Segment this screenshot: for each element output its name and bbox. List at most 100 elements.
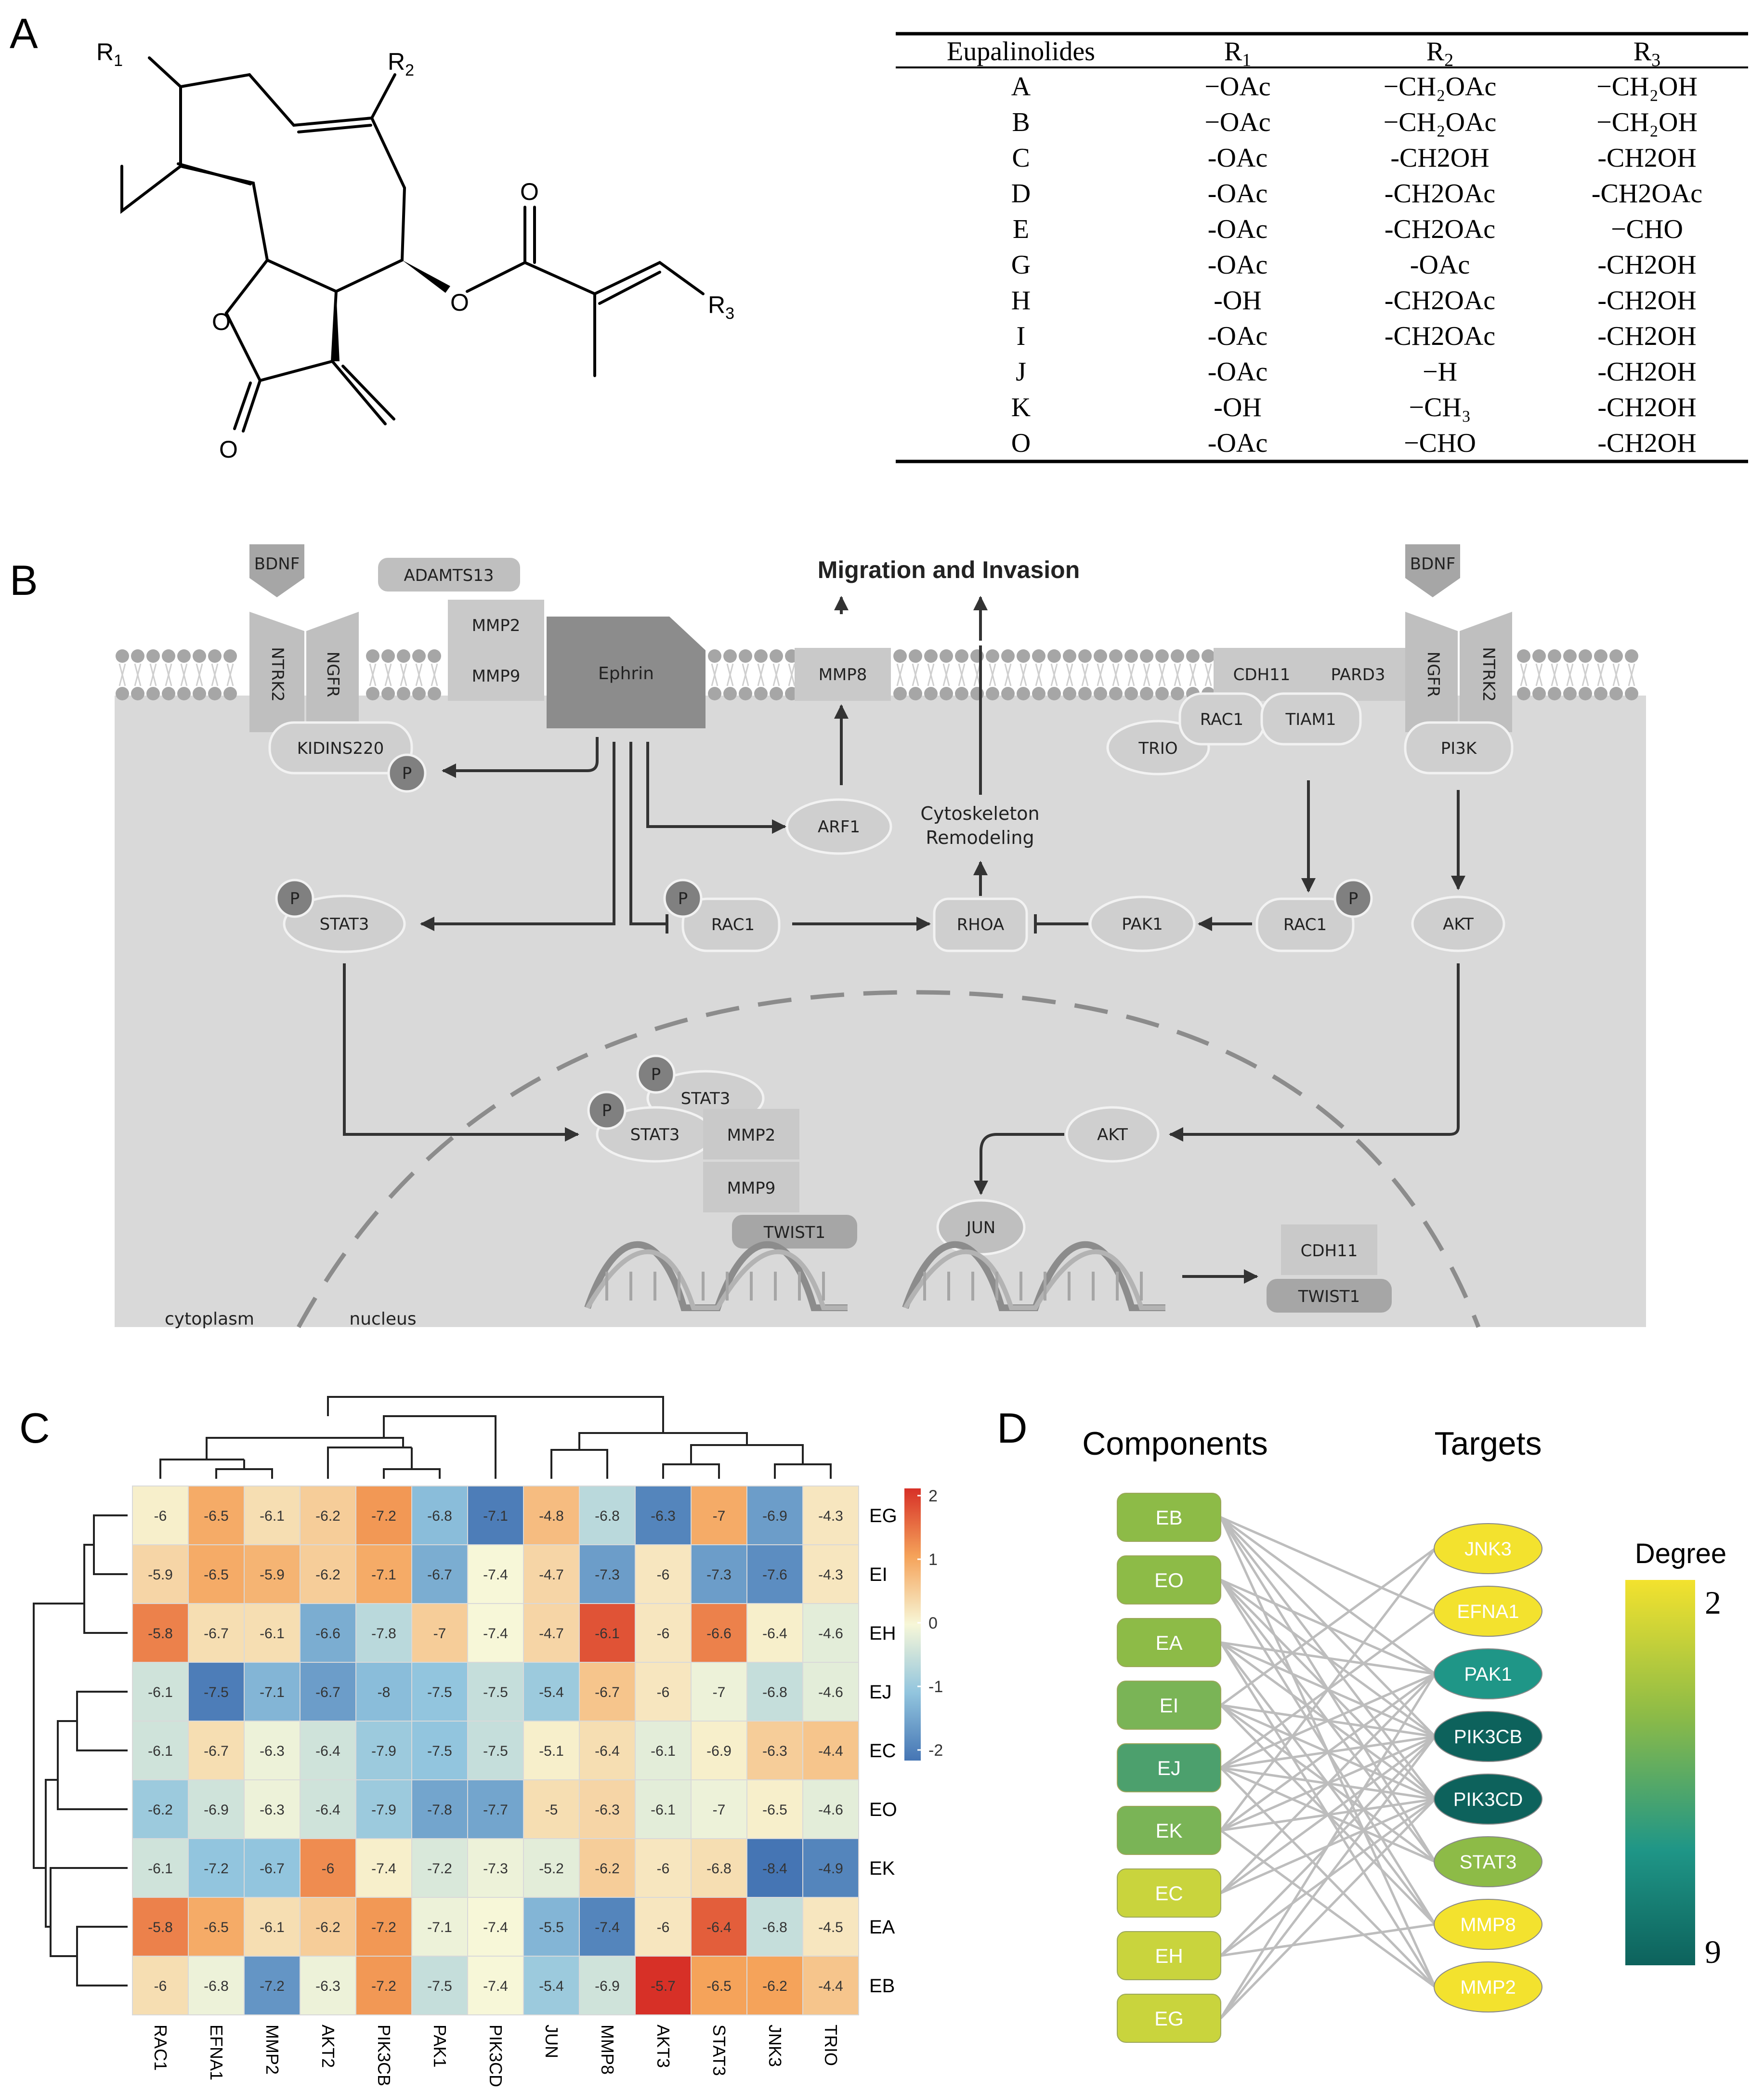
heatmap-cell xyxy=(579,1544,636,1604)
heatmap-cell-value: -7.5 xyxy=(427,1978,452,1994)
heatmap-cell xyxy=(132,1603,189,1663)
heatmap-cell-value: -6.7 xyxy=(204,1743,229,1759)
heatmap-cell-value: -4.5 xyxy=(818,1920,843,1935)
heatmap-cell-value: -6.3 xyxy=(260,1802,285,1818)
component-label: EA xyxy=(1155,1631,1182,1654)
heatmap-cell-value: -6.7 xyxy=(260,1861,285,1877)
heatmap-cell xyxy=(300,1838,356,1898)
table-cell: A xyxy=(1011,72,1031,102)
heatmap-cell-value: -7.1 xyxy=(427,1920,452,1935)
heatmap-column-label: MMP8 xyxy=(598,2025,617,2075)
component-label: EH xyxy=(1155,1945,1183,1967)
heatmap-cell-value: -6.7 xyxy=(427,1567,452,1583)
heatmap-cell xyxy=(523,1956,580,2015)
heatmap-cell xyxy=(467,1662,524,1722)
heatmap-column-label: STAT3 xyxy=(709,2025,729,2076)
target-node xyxy=(1434,1711,1542,1762)
target-label: PIK3CB xyxy=(1454,1726,1522,1748)
heatmap-cell xyxy=(802,1897,859,1957)
heatmap-cell-value: -7.5 xyxy=(427,1684,452,1700)
table-cell: B xyxy=(1012,107,1030,137)
degree-max-label: 2 xyxy=(1705,1584,1721,1621)
heatmap-cell xyxy=(467,1603,524,1663)
heatmap-cell xyxy=(691,1544,747,1604)
heatmap-cell-value: -6.5 xyxy=(204,1920,229,1935)
heatmap-cell-value: -4.6 xyxy=(818,1626,843,1642)
network-edge xyxy=(1220,1672,1436,1769)
heatmap-cell xyxy=(691,1779,747,1839)
component-node xyxy=(1117,1493,1221,1542)
component-label: EJ xyxy=(1157,1757,1181,1779)
heatmap-cell-value: -4.6 xyxy=(818,1684,843,1700)
heatmap-cell-value: -6.9 xyxy=(595,1978,620,1994)
heatmap-cell xyxy=(635,1779,692,1839)
heatmap-cell xyxy=(635,1897,692,1957)
heatmap-cell-value: -6.1 xyxy=(595,1626,620,1642)
panel-label-b: B xyxy=(10,556,38,604)
network-edge xyxy=(1220,1672,1436,1832)
heatmap-row-label: EG xyxy=(869,1505,897,1526)
component-node xyxy=(1117,1868,1221,1918)
heatmap-cell-value: -8.4 xyxy=(762,1861,787,1877)
heatmap-cell xyxy=(132,1486,189,1545)
p-rac1-right: P xyxy=(1348,889,1359,908)
heatmap-cell xyxy=(188,1897,245,1957)
heatmap-cell-value: -6.8 xyxy=(762,1684,787,1700)
component-node xyxy=(1117,1681,1221,1730)
heatmap-column-label: AKT2 xyxy=(318,2025,338,2068)
table-cell: -OAc xyxy=(1208,143,1267,173)
heatmap-cell-value: -6.1 xyxy=(148,1861,173,1877)
heatmap-cell-value: -6 xyxy=(657,1861,670,1877)
degree-legend-bar xyxy=(1625,1580,1695,1965)
heatmap-cell xyxy=(691,1897,747,1957)
heatmap-cell-value: -6.4 xyxy=(595,1743,620,1759)
heatmap-cell xyxy=(579,1662,636,1722)
heatmap-cell-value: -6 xyxy=(657,1684,670,1700)
heatmap-cell xyxy=(244,1779,301,1839)
mmp9-membrane: MMP9 xyxy=(472,667,521,686)
target-node xyxy=(1434,1648,1542,1699)
heatmap-cell-value: -7.1 xyxy=(371,1567,396,1583)
target-label: STAT3 xyxy=(1460,1852,1517,1873)
heatmap-cell xyxy=(802,1838,859,1898)
heatmap-cell xyxy=(132,1838,189,1898)
heatmap-cell xyxy=(746,1897,803,1957)
heatmap-cell xyxy=(802,1779,859,1839)
heatmap-row-label: EJ xyxy=(869,1682,892,1703)
heatmap-cell-value: -7.2 xyxy=(204,1861,229,1877)
o-ester-label: O xyxy=(450,289,469,316)
heatmap-cell-value: -6.3 xyxy=(315,1978,340,1994)
heatmap-cell-value: -5.1 xyxy=(539,1743,564,1759)
table-cell: -CH2OAc xyxy=(1385,286,1495,316)
heatmap-cell-value: -5.2 xyxy=(539,1861,564,1877)
heatmap-cell-value: -7.9 xyxy=(371,1802,396,1818)
target-node xyxy=(1434,1961,1542,2012)
dna-helices xyxy=(584,1241,1165,1311)
heatmap-cell-value: -6.9 xyxy=(706,1743,732,1759)
heatmap-cell xyxy=(802,1956,859,2015)
pard3: PARD3 xyxy=(1331,665,1385,684)
heatmap-cell-value: -7.8 xyxy=(371,1626,396,1642)
network-edge xyxy=(1220,1736,1436,2019)
ephrin-shape xyxy=(547,617,706,728)
table-cell: H xyxy=(1011,286,1031,316)
twist1-nucleus: TWIST1 xyxy=(763,1223,825,1242)
mmp9-nucleus: MMP9 xyxy=(727,1179,776,1198)
heatmap-cell xyxy=(188,1603,245,1663)
heatmap-column-label: TRIO xyxy=(821,2025,841,2066)
target-label: EFNA1 xyxy=(1457,1601,1519,1622)
heatmap-cell xyxy=(411,1721,468,1780)
r1-label: R1 xyxy=(96,39,123,70)
heatmap-cell-value: -6.4 xyxy=(315,1743,340,1759)
component-label: EK xyxy=(1155,1819,1182,1842)
table-cell: -OAc xyxy=(1208,179,1267,209)
heatmap-cell-value: -6.4 xyxy=(706,1920,732,1935)
cdh11-output: CDH11 xyxy=(1301,1241,1358,1261)
heatmap-cell-value: -6.7 xyxy=(595,1684,620,1700)
heatmap-cell-value: -6.3 xyxy=(260,1743,285,1759)
heatmap-cell-value: -4.7 xyxy=(539,1626,564,1642)
heatmap-cell-value: -6.3 xyxy=(651,1508,676,1524)
heatmap-cell-value: -6.4 xyxy=(315,1802,340,1818)
heatmap-cell xyxy=(188,1838,245,1898)
heatmap-cells: -6-6.5-6.1-6.2-7.2-6.8-7.1-4.8-6.8-6.3-7… xyxy=(132,1486,859,2015)
